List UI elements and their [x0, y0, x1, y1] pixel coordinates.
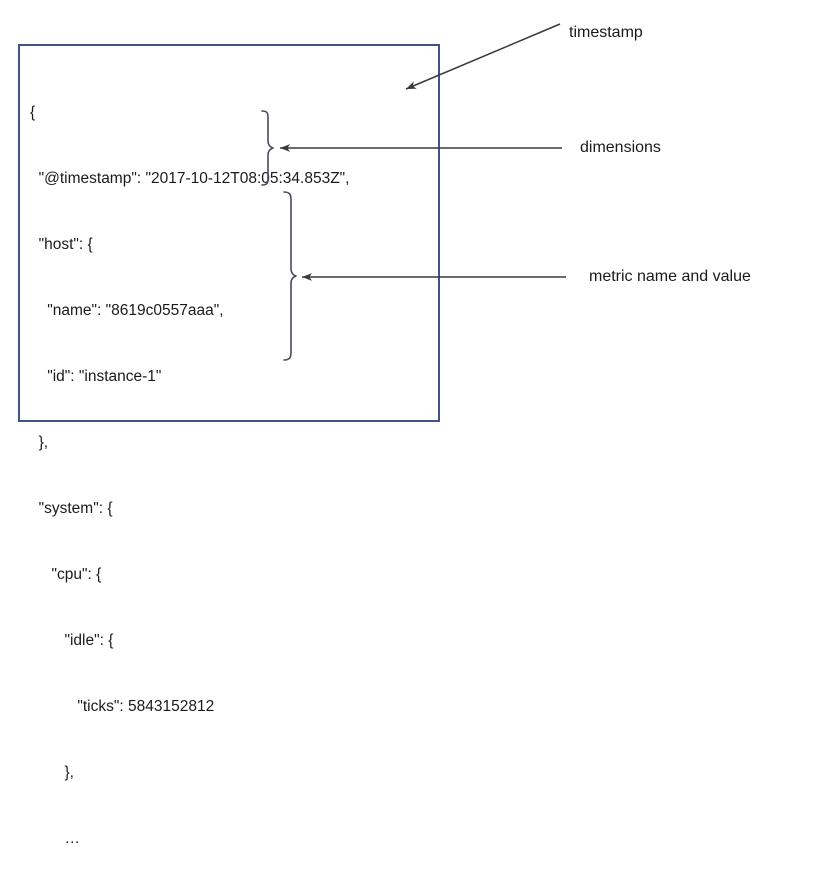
- json-line-host-id: "id": "instance-1": [30, 368, 162, 385]
- json-line-idle-close: },: [30, 764, 74, 781]
- annotation-label-dimensions: dimensions: [580, 139, 661, 156]
- diagram-canvas: { "@timestamp": "2017-10-12T08:05:34.853…: [18, 23, 751, 847]
- json-line-idle-open: "idle": {: [30, 632, 114, 649]
- annotation-label-timestamp: timestamp: [569, 24, 643, 41]
- json-line-host-name: "name": "8619c0557aaa",: [30, 302, 224, 319]
- json-line-ellipsis: …: [30, 830, 80, 847]
- json-line-host-close: },: [30, 434, 49, 451]
- json-line-timestamp: "@timestamp": "2017-10-12T08:05:34.853Z"…: [30, 170, 350, 187]
- json-line: {: [30, 104, 36, 121]
- json-line-ticks: "ticks": 5843152812: [30, 698, 215, 715]
- json-document-box: { "@timestamp": "2017-10-12T08:05:34.853…: [18, 44, 440, 847]
- json-line-system-open: "system": {: [30, 500, 113, 517]
- json-code-block: { "@timestamp": "2017-10-12T08:05:34.853…: [30, 58, 430, 874]
- annotation-label-metric: metric name and value: [589, 268, 751, 285]
- json-line-host-open: "host": {: [30, 236, 93, 253]
- json-line-cpu-open: "cpu": {: [30, 566, 102, 583]
